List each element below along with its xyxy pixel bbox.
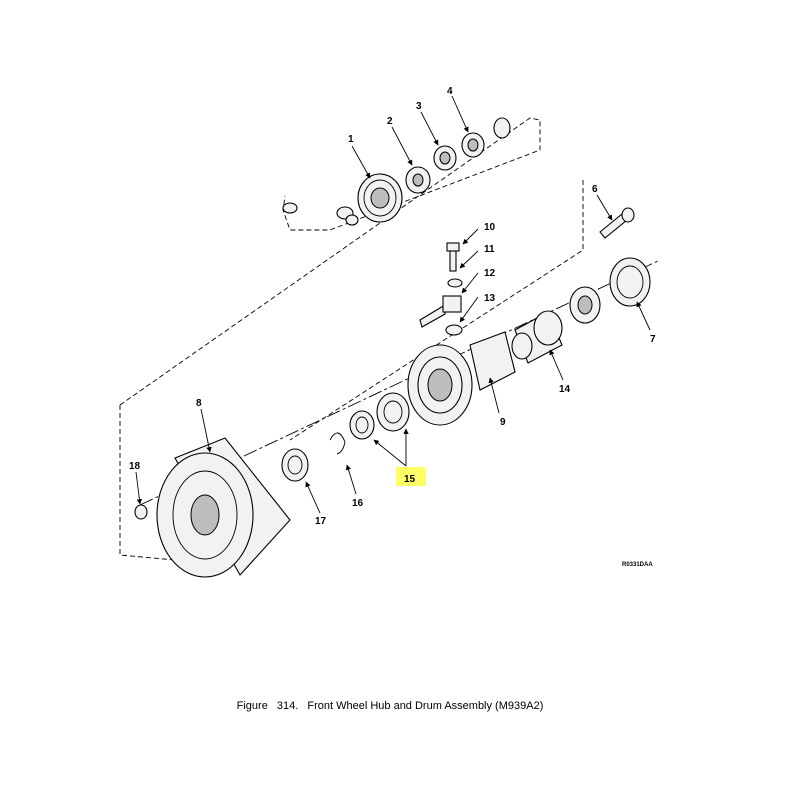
leader-lines [135,95,651,514]
part-6-bolt[interactable] [599,207,635,239]
part-17-seal[interactable] [281,448,309,482]
callout-17: 17 [315,516,327,527]
part-11-washer[interactable] [447,278,463,288]
assembly-boundary [119,117,541,561]
callout-2: 2 [387,116,393,127]
callout-13: 13 [484,293,496,304]
part-3-lock-washer[interactable] [433,145,457,171]
callout-14: 14 [559,384,571,395]
figure-title: Front Wheel Hub and Drum Assembly (M939A… [307,700,544,712]
hub-cap-hardware [282,202,359,226]
callout-4: 4 [447,86,453,97]
part-14-bearing-cone[interactable] [511,310,563,364]
callout-15: 15 [404,474,416,485]
part-12-bracket[interactable] [419,295,462,328]
callout-15-highlight [396,467,426,486]
part-13-nut[interactable] [445,324,463,336]
part-8-brake-drum[interactable] [156,437,291,578]
part-4-nut[interactable] [461,117,511,158]
part-10-bolt[interactable] [446,242,460,272]
callout-8: 8 [196,398,202,409]
part-15-seal[interactable] [376,392,410,432]
callout-6: 6 [592,184,598,195]
outer-bearing [569,286,601,324]
callout-16: 16 [352,498,364,509]
callout-11: 11 [484,244,495,255]
figure-number: 314. [276,700,299,712]
part-7-seal[interactable] [609,257,651,307]
drawing-id: R0331DAA [622,562,653,568]
part-9-hub[interactable] [407,331,516,426]
figure-label: Figure [236,700,268,712]
part-1-hub-cap[interactable] [357,173,403,223]
callout-10: 10 [484,222,496,233]
part-18-nut[interactable] [134,504,148,520]
part-2-nut[interactable] [405,166,431,194]
callout-18: 18 [129,461,141,472]
callout-1: 1 [348,134,354,145]
part-16-retaining-ring[interactable] [329,410,375,455]
callout-12: 12 [484,268,496,279]
callout-3: 3 [416,101,422,112]
figure-caption: Figure 314. Front Wheel Hub and Drum Ass… [0,700,780,712]
callout-9: 9 [500,417,506,428]
callout-7: 7 [650,334,656,345]
